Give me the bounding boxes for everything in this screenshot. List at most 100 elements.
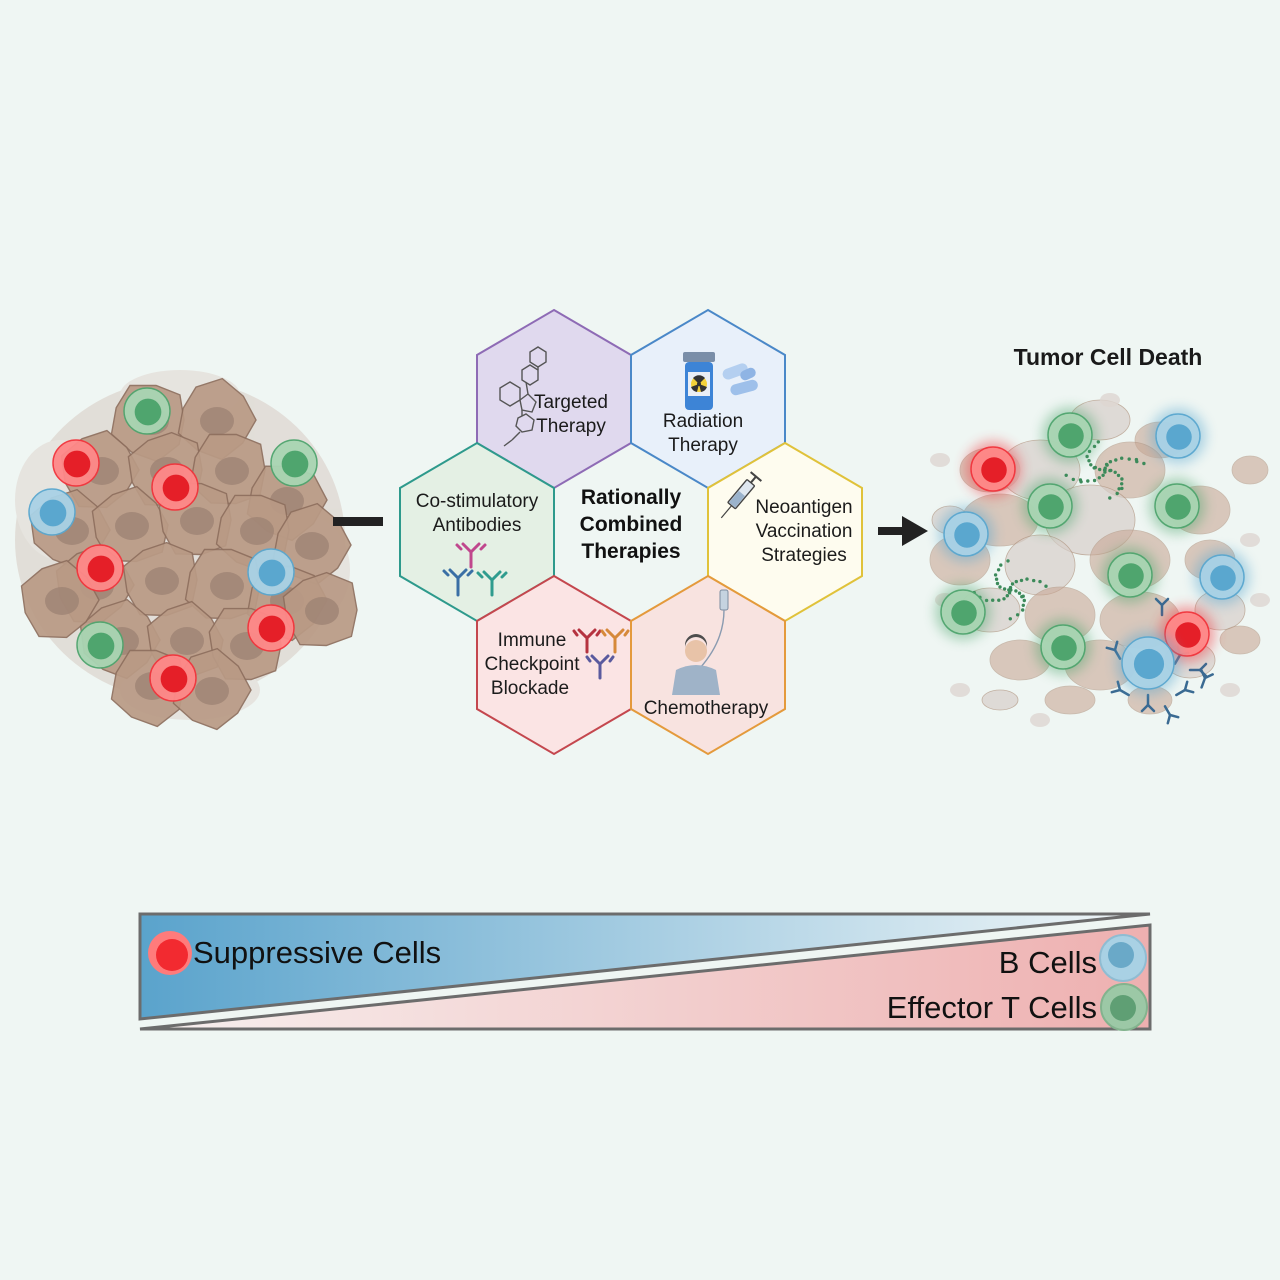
label-radiation-1: Radiation [663,411,743,432]
tumor-debris-fragment [981,689,1019,711]
effector-cell [935,584,991,640]
granule-dot [1021,608,1025,612]
label-radiation-2: Therapy [668,435,738,456]
granule-dot [1021,594,1025,598]
suppressive-cell [151,463,199,511]
label-costim-2: Antibodies [433,515,522,536]
granule-dot [1120,486,1124,491]
tumor-debris-fragment [1094,441,1166,499]
patient-iv-icon [672,589,729,695]
molecule-icon [499,346,547,447]
antibody-icons-checkpoint [572,628,630,680]
granule-dot [993,573,998,577]
tumor-debris-fragment [1219,625,1261,655]
granule-dot [997,598,1001,602]
effector-cell [1022,478,1078,534]
legend-gradient-bar: Suppressive Cells B Cells Effector T Cel… [138,912,1152,1031]
granule-dot [991,598,995,602]
effector-cell [1102,547,1158,603]
granule-dot [996,568,1001,572]
granule-dot [1101,473,1105,477]
granule-dot [1108,460,1113,464]
tumor-cell-nucleus [240,517,274,545]
antibody-icon [1200,669,1214,689]
granule-dot [1044,584,1048,588]
b-cell [247,548,295,596]
granule-dot [999,563,1003,567]
granule-dot [1014,579,1018,584]
label-neoantigen-2: Vaccination [756,521,853,542]
label-checkpoint-3: Blockade [491,678,569,699]
granule-dot [1007,591,1012,595]
granule-dot [1096,440,1101,444]
antibody-icon [1175,680,1195,697]
granule-dot [1038,579,1042,584]
granule-dot [1089,463,1093,467]
granule-dot [995,581,1000,586]
granule-dot [1032,578,1036,583]
b-cell [1116,631,1180,695]
granule-dot [1113,470,1117,474]
label-costim-1: Co-stimulatory [416,491,539,512]
hex-neoantigen-vaccination: Neoantigen Vaccination Strategies [707,441,863,623]
effector-cell [123,387,171,435]
granule-dot [1127,457,1131,461]
granule-dot [1108,496,1112,500]
granule-dot [1134,457,1139,462]
tumor-cell-nucleus [170,627,204,655]
tumor-cell-nucleus [215,457,249,485]
antibody-icon [1163,705,1180,725]
granule-dot [1120,477,1124,481]
immune-cells-after [935,407,1250,695]
legend-b-cells: B Cells [999,945,1097,980]
center-label-2: Combined [580,513,683,536]
effector-cell [1042,407,1098,463]
tumor-cell-nucleus [210,572,244,600]
granule-dot [1120,482,1124,486]
b-cell [1150,408,1206,464]
suppressive-cell [52,439,100,487]
granule-dot [1114,458,1118,462]
granule-dot [1022,598,1026,603]
hex-chemotherapy: Chemotherapy [630,574,786,756]
arrow-right-icon [878,516,928,546]
label-neoantigen-1: Neoantigen [755,497,852,518]
granule-dot [1097,476,1102,480]
granule-dot [1086,479,1090,483]
granule-dot [1103,470,1107,474]
granule-dot [1025,577,1029,581]
granule-dot [1064,473,1068,477]
antibody-icon [1154,597,1170,617]
granule-dot [1002,597,1006,601]
tumor-debris-fragment [1044,685,1096,715]
label-targeted-1: Targeted [534,392,608,413]
granule-dot [1010,582,1015,586]
therapy-hexagons: Targeted Therapy Radiation Thera [399,308,863,756]
granule-dot [1092,478,1097,483]
pink-wedge [139,923,1152,1031]
granule-dot [1109,468,1113,473]
granule-dot [1015,613,1020,617]
granule-dot [1019,578,1024,583]
granule-dot [1006,559,1010,563]
center-label-1: Rationally [581,486,682,509]
center-label-3: Therapies [581,540,680,563]
tumor-debris-fragment [950,683,970,697]
tumor-cell-nucleus [305,597,339,625]
antibody-icon [1140,693,1156,713]
effector-cell [1149,478,1205,534]
granule-dot [1002,587,1007,591]
hex-immune-checkpoint-blockade: Immune Checkpoint Blockade [476,574,632,756]
granule-dot [1079,480,1083,484]
tumor-cell-nucleus [145,567,179,595]
label-targeted-2: Therapy [536,416,606,437]
label-neoantigen-3: Strategies [761,545,847,566]
effector-cell [270,439,318,487]
b-cell [938,506,994,562]
granule-dot [994,577,999,581]
label-chemotherapy: Chemotherapy [644,698,769,719]
granule-dot [1017,591,1022,595]
suppressive-cell [965,441,1021,497]
tumor-debris-fragment [1220,683,1240,697]
tumor-debris-fragment [930,453,950,467]
